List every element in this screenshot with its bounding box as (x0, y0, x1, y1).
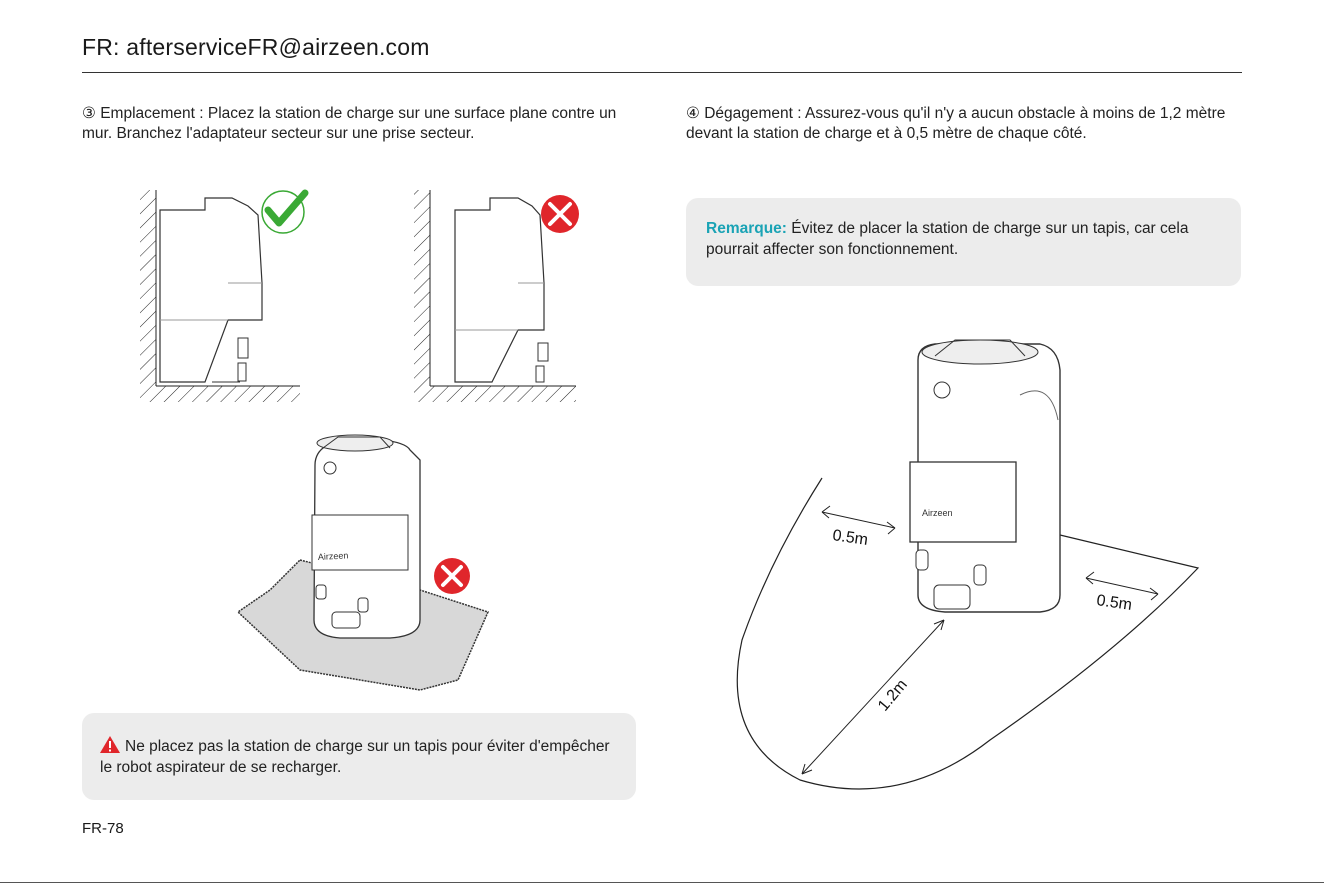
svg-text:Airzeen: Airzeen (318, 550, 349, 562)
left-clearance-label: 0.5m (831, 527, 869, 549)
note-box: Remarque: Évitez de placer la station de… (686, 198, 1241, 286)
station-brand-logo: Airzeen (922, 508, 953, 518)
carpet-placement-incorrect-figure: Airzeen (236, 434, 490, 691)
warning-box: Ne placez pas la station de charge sur u… (82, 713, 636, 800)
warning-icon (100, 736, 120, 753)
note-label: Remarque: (706, 220, 787, 237)
front-clearance-label: 1.2m (875, 676, 911, 714)
note-text: Évitez de placer la station de charge su… (706, 220, 1189, 258)
page-header-contact: FR: afterserviceFR@airzeen.com (82, 34, 430, 60)
warning-text: Ne placez pas la station de charge sur u… (100, 738, 610, 776)
wall-placement-correct-figure (140, 189, 309, 402)
section-4-text: ④ Dégagement : Assurez-vous qu'il n'y a … (686, 105, 1226, 142)
clearance-diagram: Airzeen 0.5m 0.5m 1.2m (736, 339, 1200, 790)
header-divider (82, 72, 1242, 73)
page-number: FR-78 (82, 820, 124, 837)
right-clearance-label: 0.5m (1095, 592, 1133, 614)
wall-placement-incorrect-figure (414, 190, 579, 402)
section-3-text: ③ Emplacement : Placez la station de cha… (82, 105, 617, 142)
